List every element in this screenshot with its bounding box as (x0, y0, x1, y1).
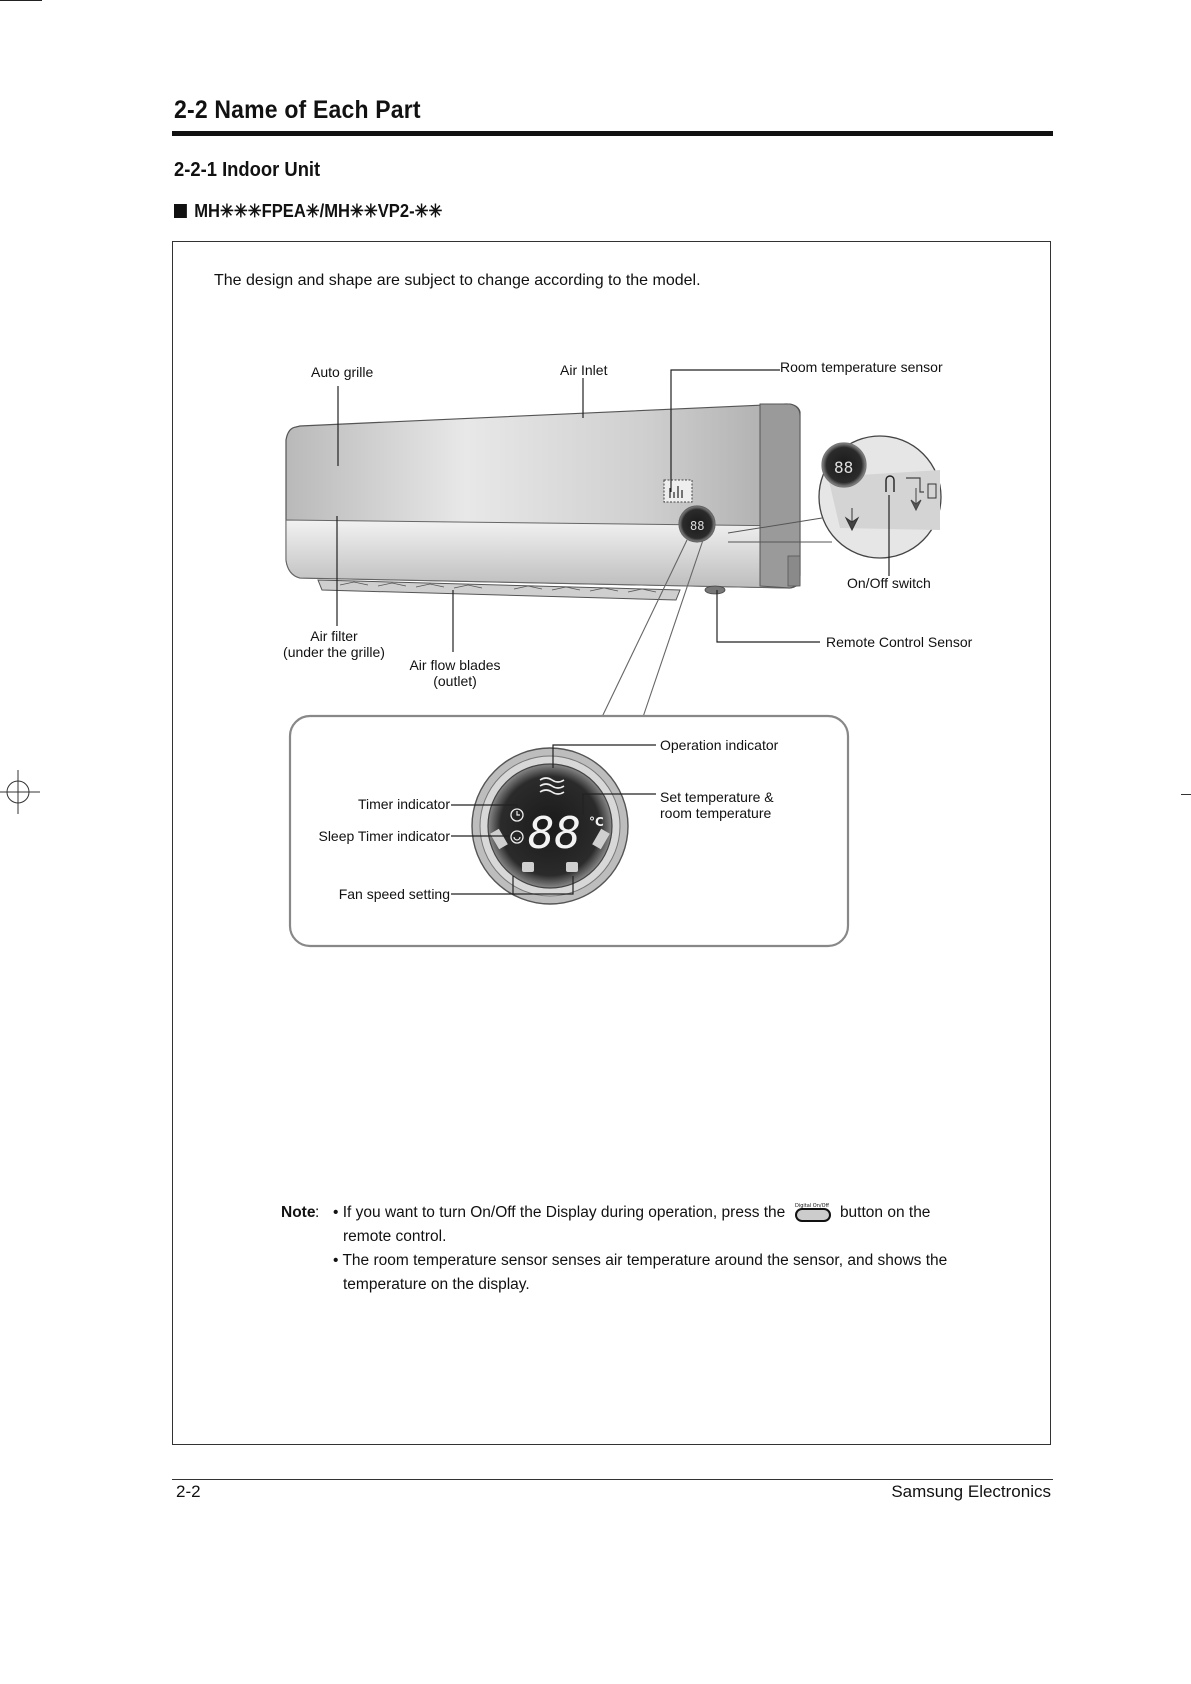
label-operation-indicator: Operation indicator (660, 737, 778, 753)
registration-mark-icon (0, 770, 44, 814)
label-set-temperature: Set temperature & room temperature (660, 789, 774, 821)
label-fan-speed-setting: Fan speed setting (339, 886, 450, 902)
label-air-filter-line1: Air filter (274, 628, 394, 644)
label-auto-grille: Auto grille (311, 364, 373, 380)
label-room-temperature-sensor: Room temperature sensor (780, 359, 943, 375)
subsection-title: 2-2-1 Indoor Unit (174, 159, 320, 182)
label-sleep-timer-indicator: Sleep Timer indicator (318, 828, 450, 844)
note-item-2: • The room temperature sensor senses air… (333, 1249, 947, 1273)
note-item-1-text-end: button on the (840, 1204, 931, 1221)
label-set-temperature-line1: Set temperature & (660, 789, 774, 805)
label-air-flow-blades: Air flow blades (outlet) (400, 657, 510, 689)
digital-on-off-button-icon: Digital On/Off (794, 1201, 832, 1223)
footer-rule (172, 1479, 1053, 1480)
crop-mark (0, 0, 42, 1)
label-air-filter: Air filter (under the grille) (274, 628, 394, 660)
company-name: Samsung Electronics (891, 1482, 1051, 1502)
model-heading: MH✳✳✳FPEA✳/MH✳✳VP2-✳✳ (174, 201, 442, 222)
label-set-temperature-line2: room temperature (660, 805, 774, 821)
model-heading-text: MH✳✳✳FPEA✳/MH✳✳VP2-✳✳ (194, 201, 442, 221)
bullet-square-icon (174, 204, 187, 218)
crop-mark (1181, 794, 1191, 795)
page-number: 2-2 (176, 1482, 201, 1502)
label-air-flow-blades-line1: Air flow blades (400, 657, 510, 673)
title-rule (172, 131, 1053, 136)
note-label: Note (281, 1201, 315, 1225)
label-air-flow-blades-line2: (outlet) (400, 673, 510, 689)
label-air-inlet: Air Inlet (560, 362, 607, 378)
label-air-filter-line2: (under the grille) (274, 644, 394, 660)
note-item-1: • If you want to turn On/Off the Display… (333, 1201, 930, 1225)
label-on-off-switch: On/Off switch (847, 575, 931, 591)
design-note: The design and shape are subject to chan… (214, 272, 701, 290)
section-title: 2-2 Name of Each Part (174, 96, 421, 125)
label-timer-indicator: Timer indicator (358, 796, 450, 812)
label-remote-control-sensor: Remote Control Sensor (826, 634, 972, 650)
note-item-1-text: • If you want to turn On/Off the Display… (333, 1204, 785, 1221)
note-item-2-continued: temperature on the display. (343, 1273, 530, 1297)
note-item-1-continued: remote control. (343, 1225, 446, 1249)
note-colon: : (315, 1201, 319, 1225)
